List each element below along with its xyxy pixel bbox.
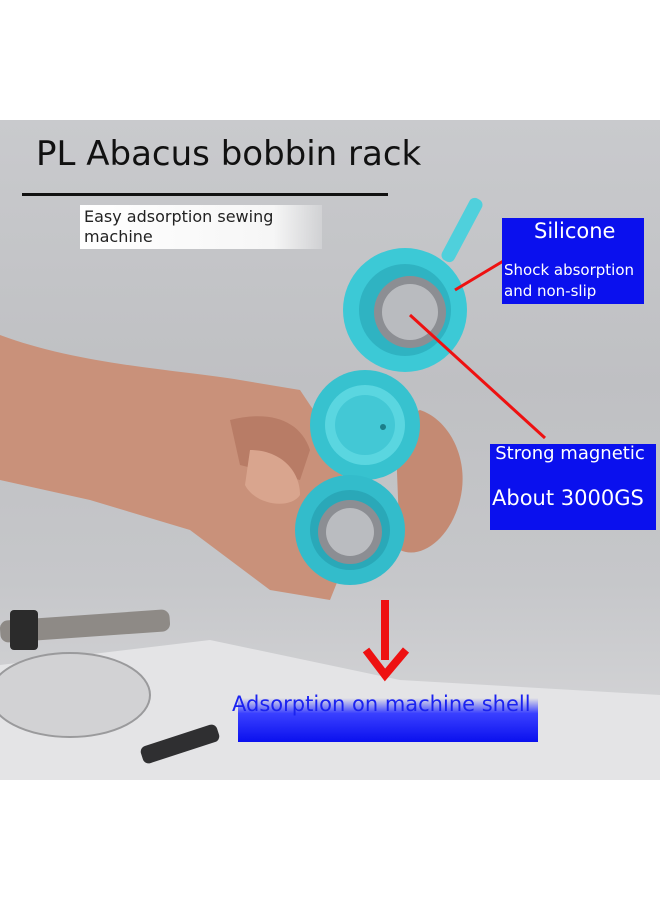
machine-knob	[10, 610, 38, 650]
silicone-callout-box	[502, 218, 644, 304]
silicone-callout-detail: Shock absorption and non-slip	[504, 261, 635, 300]
silicone-pointer	[454, 258, 506, 292]
magnetic-callout-value: About 3000GS	[492, 486, 644, 510]
magnetic-callout-box	[490, 444, 656, 530]
shell-callout-label: Adsorption on machine shell	[232, 692, 531, 716]
thumb	[245, 450, 300, 504]
down-arrow-head	[362, 647, 410, 682]
page-title: PL Abacus bobbin rack	[36, 134, 422, 174]
machine-lever	[0, 609, 171, 643]
magnet-pointer	[408, 313, 547, 440]
silicone-callout-title: Silicone	[534, 219, 616, 243]
subtitle-background	[80, 205, 322, 249]
hand	[0, 335, 350, 600]
machine-plate	[0, 652, 151, 738]
title-underline	[22, 193, 388, 196]
shell-callout-bar	[238, 698, 538, 742]
rack-pin	[441, 197, 483, 263]
magnetic-callout-title: Strong magnetic	[495, 443, 645, 464]
subtitle-text: Easy adsorption sewing machine	[84, 207, 274, 246]
machine-clip	[140, 724, 220, 764]
